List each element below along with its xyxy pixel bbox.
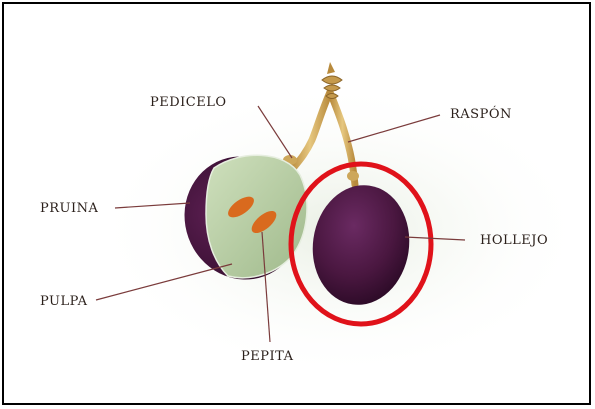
label-hollejo: HOLLEJO [480, 233, 548, 248]
label-pedicelo: PEDICELO [150, 95, 227, 110]
label-raspon: RASPÓN [450, 105, 512, 122]
label-pruina: PRUINA [40, 201, 99, 216]
label-pepita: PEPITA [241, 349, 294, 364]
label-pulpa: PULPA [40, 294, 88, 309]
